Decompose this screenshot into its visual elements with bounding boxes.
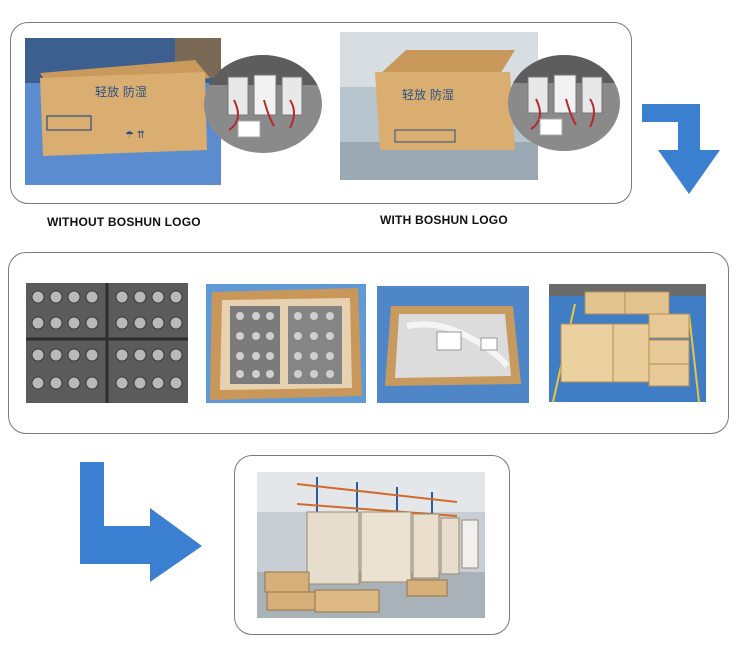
product-inset-oval-2 (508, 55, 620, 151)
stacked-cartons-photo (549, 284, 706, 402)
svg-text:☂ ⇈: ☂ ⇈ (125, 130, 145, 141)
palletized-shipment-photo (257, 472, 485, 618)
flow-arrow-right-down-icon (640, 100, 735, 198)
trays-in-carton-photo (206, 284, 366, 403)
without-logo-label: WITHOUT BOSHUN LOGO (47, 215, 201, 229)
flow-arrow-down-right-icon (78, 460, 206, 584)
box-print-text: 轻放 防湿 (95, 84, 147, 99)
plain-carton-photo: 轻放 防湿 ☂ ⇈ (25, 38, 221, 185)
carton-with-plastic-bag-photo (377, 286, 529, 403)
box-print-text-2: 轻放 防湿 (402, 87, 454, 102)
product-inset-oval (204, 55, 322, 153)
logo-carton-photo: 轻放 防湿 (340, 32, 538, 180)
solenoids-in-trays-photo (26, 283, 188, 403)
with-logo-label: WITH BOSHUN LOGO (380, 213, 508, 227)
